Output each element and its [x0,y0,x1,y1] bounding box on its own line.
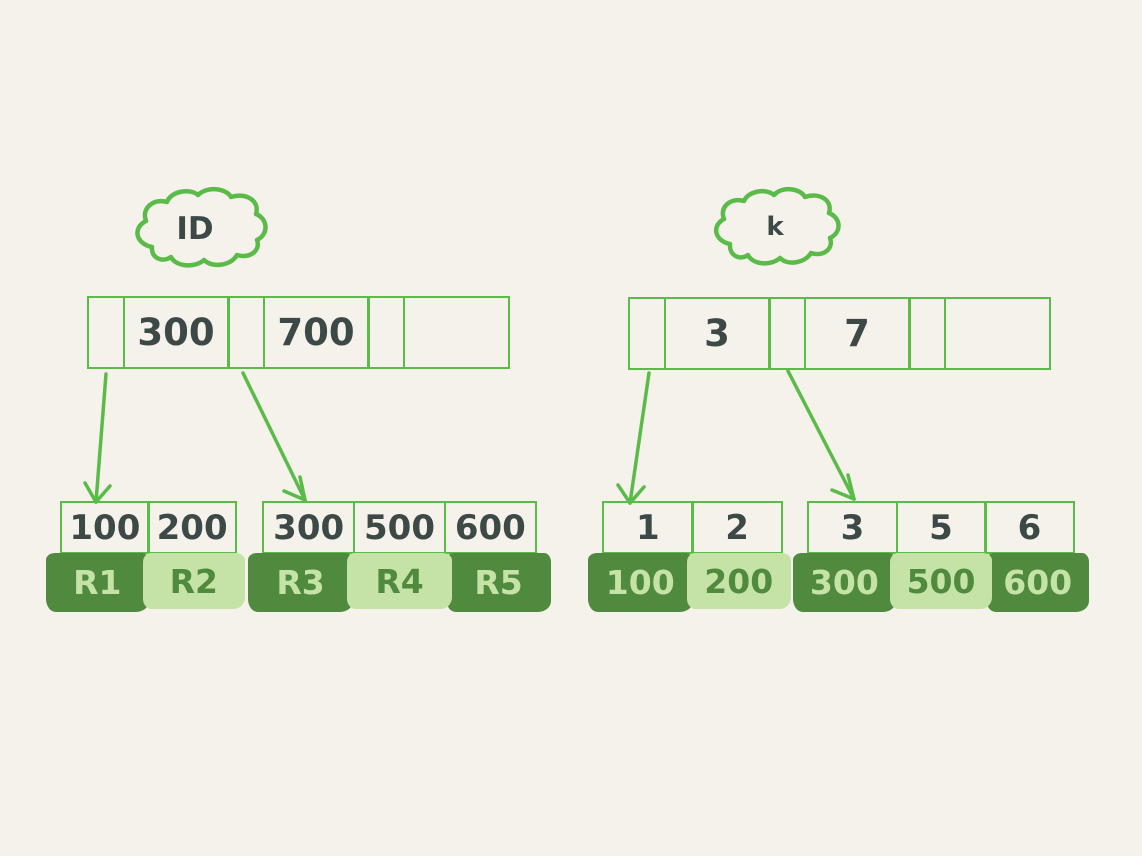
right-tree-title: k [766,212,784,242]
pointer-cell [768,297,806,370]
root-key-cell: 7 [803,297,911,370]
left-leaf-2-keys: 300 500 600 [262,501,537,554]
record-cell: 600 [986,553,1090,612]
arrow-left-2 [241,371,307,502]
right-leaf-2-records: 300 500 600 [793,553,1090,612]
root-key-cell: 700 [262,296,370,369]
right-leaf-2: 3 5 6 300 500 600 [793,501,1090,612]
right-root-node: 3 7 [628,297,1051,370]
right-leaf-1-keys: 1 2 [602,501,783,554]
key-cell: 6 [984,501,1075,554]
left-root-node: 300 700 [87,296,510,369]
record-cell: 200 [686,553,791,609]
root-key-cell [943,297,1051,370]
key-cell: 300 [262,501,356,554]
pointer-cell [367,296,405,369]
key-cell: 5 [895,501,987,554]
key-cell: 1 [602,501,694,554]
left-leaf-1: 100 200 R1 R2 [46,501,245,612]
root-key-cell [402,296,510,369]
key-cell: 600 [443,501,537,554]
record-cell: R1 [46,553,149,612]
key-cell: 2 [691,501,783,554]
pointer-cell [227,296,265,369]
pointer-cell [87,296,125,369]
key-cell: 500 [352,501,447,554]
record-cell: 100 [588,553,693,612]
left-leaf-1-keys: 100 200 [60,501,237,554]
record-cell: R5 [446,553,551,612]
pointer-cell [628,297,666,370]
arrow-left-1 [83,372,112,504]
left-leaf-2-records: R3 R4 R5 [248,553,551,612]
arrow-right-2 [786,369,856,501]
record-cell: R3 [248,553,353,612]
key-cell: 3 [807,501,898,554]
record-cell: R2 [142,553,245,609]
root-key-cell: 3 [663,297,771,370]
right-leaf-2-keys: 3 5 6 [807,501,1075,554]
key-cell: 200 [147,501,237,554]
right-leaf-1-records: 100 200 [588,553,791,612]
record-cell: 300 [793,553,896,612]
pointer-cell [908,297,946,370]
root-key-cell: 300 [122,296,230,369]
record-cell: 500 [889,553,993,609]
left-leaf-1-records: R1 R2 [46,553,245,612]
arrow-right-1 [616,371,651,505]
record-cell: R4 [347,553,452,609]
key-cell: 100 [60,501,150,554]
left-leaf-2: 300 500 600 R3 R4 R5 [248,501,551,612]
left-tree-title: ID [176,211,214,247]
right-leaf-1: 1 2 100 200 [588,501,791,612]
